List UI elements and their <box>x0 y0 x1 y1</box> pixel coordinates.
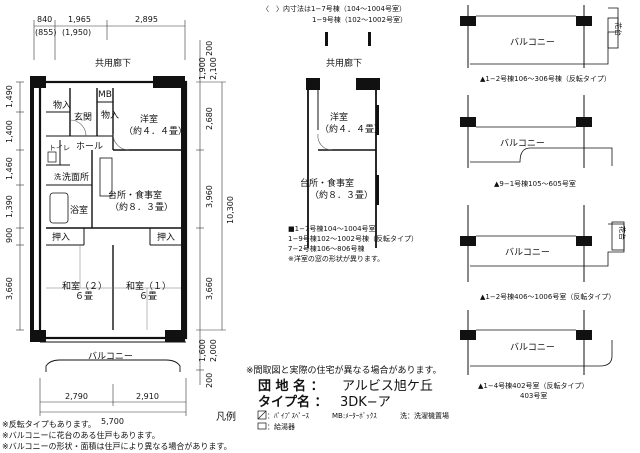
dim-bottom-2: 2,910 <box>136 392 159 401</box>
toilet-label: トイレ <box>49 144 70 152</box>
storage-1-label: 物入 <box>53 99 71 111</box>
water-heater-icon <box>257 422 267 430</box>
legend-item-pipe: ：ﾊﾟｲﾌﾟｽﾍﾟｰｽ <box>267 412 309 420</box>
alt-plan <box>306 32 380 248</box>
dim-right-8: 2,000 <box>209 339 218 362</box>
legend-item-mb: MB:ﾒｰﾀｰﾎﾞｯｸｽ <box>332 412 377 420</box>
mb-label: MB <box>98 90 112 100</box>
dim-right-4: 2,680 <box>205 107 214 130</box>
alt-corridor-label: 共用廊下 <box>326 57 362 69</box>
balcony-v2-label: バルコニー <box>500 138 545 149</box>
storage-2-label: 物入 <box>101 109 119 121</box>
balcony-v4-caption: ▲1−4号棟402号室（反転タイプ） <box>478 381 589 390</box>
dim-right-3: 2,100 <box>209 57 218 80</box>
footnote-3: ※バルコニーの形状・面積は住戸により異なる場合があります。 <box>2 441 232 451</box>
legend-item-wash: 洗：洗濯機置場 <box>400 411 449 420</box>
dim-top-2: 1,965 <box>68 15 91 24</box>
bath-label: 浴室 <box>70 204 88 216</box>
legend-title: 凡例 <box>216 410 236 423</box>
main-plan <box>30 76 188 372</box>
balcony-variant-2 <box>460 95 613 168</box>
left-dim-labels: 1,490 1,400 1,460 1,390 900 3,660 <box>5 85 14 300</box>
dim-right-6: 3,660 <box>205 277 214 300</box>
type-label: タイプ名 ： <box>258 394 328 410</box>
balcony-v1-label: バルコニー <box>510 37 555 48</box>
jroom2-label: 和室（２） <box>62 280 107 292</box>
dim-left-2: 1,400 <box>5 120 14 143</box>
jroom1-size: ６畳 <box>139 291 157 302</box>
balcony-v3-label: バルコニー <box>505 247 550 258</box>
corridor-label: 共用廊下 <box>95 57 131 69</box>
dim-left-6: 3,660 <box>5 277 14 300</box>
balcony-v2-caption: ▲9−1号棟105〜605号室 <box>494 179 576 188</box>
alt-note-4: ※洋室の窓の形状が異ります。 <box>288 254 384 263</box>
dim-left-3: 1,460 <box>5 157 14 180</box>
washroom-label: 洗面所 <box>62 171 89 183</box>
balcony-v4-caption-2: 403号室 <box>520 391 547 400</box>
top-dimensions <box>33 20 186 60</box>
balcony-v1-caption: ▲1−2号棟106〜306号棟（反転タイプ） <box>480 74 611 83</box>
balcony-variant-3 <box>460 205 625 282</box>
left-dimensions <box>16 81 24 331</box>
closet-right-label: 押入 <box>157 231 175 243</box>
washer-icon: 洗 <box>54 172 61 181</box>
legend-item-heater: ：給湯器 <box>267 422 295 431</box>
alt-note-1: ■1−7号棟104〜1004号室 <box>288 224 376 233</box>
dim-right-9: 200 <box>205 373 214 388</box>
footnote-1: ※反転タイプもあります。 <box>2 419 96 429</box>
alt-western-label: 洋室 <box>330 111 348 123</box>
footnote-2: ※バルコニーに花台のある住戸もあります。 <box>2 430 160 440</box>
right-dimensions <box>196 40 226 385</box>
alt-note-2: 1−9号棟102〜1002号棟（反転タイプ） <box>288 234 418 243</box>
kitchen-label: 台所・食事室 <box>108 189 162 201</box>
dim-right-7: 1,600 <box>198 339 207 362</box>
disclaimer: ※間取図と実際の住宅が異なる場合があります。 <box>246 364 442 376</box>
dim-top-1: 840 <box>37 15 52 24</box>
balcony-v3-caption: ▲1−2号棟406〜1006号室（反転タイプ） <box>480 292 615 301</box>
estate-value: アルビス旭ケ丘 <box>342 379 433 394</box>
dim-left-1: 1,490 <box>5 85 14 108</box>
alt-western-size: （約４．４畳） <box>320 123 383 135</box>
jroom1-label: 和室（１） <box>126 280 171 292</box>
western-room-size: （約４．４畳） <box>124 125 187 137</box>
balcony-v1-flower: 花台 <box>614 22 623 36</box>
dim-bottom-total: 5,700 <box>101 417 124 426</box>
dim-right-5: 3,960 <box>205 185 214 208</box>
alt-kitchen-size: （約８．３畳） <box>310 189 373 201</box>
closet-left-label: 押入 <box>52 231 70 243</box>
top-note-2: 1−9号棟（102〜1002号室） <box>312 15 407 24</box>
dim-top-paren-2: (1,950) <box>62 28 91 37</box>
alt-note-3: 7−2号棟106〜806号棟 <box>288 244 365 253</box>
hall-label: ホール <box>76 141 103 152</box>
estate-label: 団 地 名 ： <box>258 378 324 394</box>
dim-right-total: 10,300 <box>226 196 235 224</box>
balcony-variant-1 <box>460 5 619 68</box>
top-note-1: 〈 〉内寸法は1−7号棟（104〜1004号室） <box>262 4 406 13</box>
pipe-space-icon <box>257 410 267 420</box>
balcony-v4-label: バルコニー <box>510 342 555 353</box>
type-value: 3DK−ア <box>340 395 391 410</box>
dim-top-3: 2,895 <box>135 15 158 24</box>
right-dim-labels: 200 1,900 2,100 2,680 3,960 10,300 3,660… <box>198 41 235 388</box>
dim-top-paren-1: (855) <box>35 28 57 37</box>
entrance-label: 玄関 <box>74 111 92 123</box>
dim-left-5: 900 <box>5 228 14 243</box>
jroom2-size: ６畳 <box>75 291 93 302</box>
dim-right-2: 1,900 <box>198 57 207 80</box>
bottom-dimensions <box>39 378 187 416</box>
dim-bottom-1: 2,790 <box>65 392 88 401</box>
dim-right-1: 200 <box>205 41 214 56</box>
balcony-variant-4 <box>460 310 613 375</box>
balcony-label: バルコニー <box>88 351 133 362</box>
dim-left-4: 1,390 <box>5 195 14 218</box>
western-room-label: 洋室 <box>140 113 158 125</box>
kitchen-size: （約８．３畳） <box>110 201 173 213</box>
alt-kitchen-label: 台所・食事室 <box>300 177 354 189</box>
balcony-v3-flower: 花台 <box>618 226 627 240</box>
